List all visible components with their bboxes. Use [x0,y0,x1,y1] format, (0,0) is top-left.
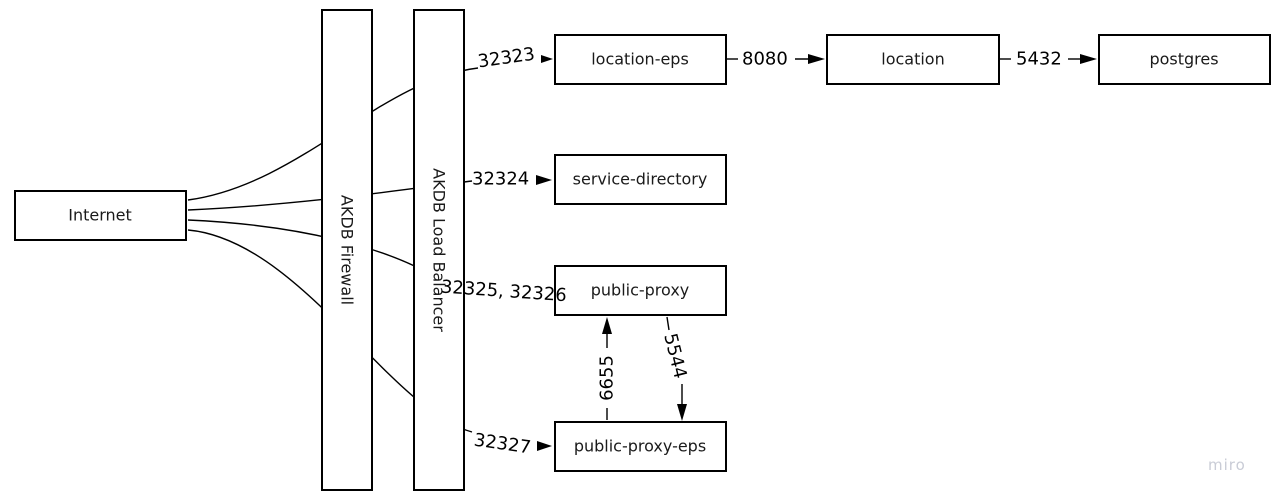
miro-watermark: miro [1208,456,1246,474]
load-balancer-label: AKDB Load Balancer [430,168,449,332]
port-label-5544: 5544 [659,331,690,381]
arrow-head-8080 [808,54,825,64]
edge-internet-to-public-proxy [187,219,441,281]
arrow-head-32324 [536,175,552,185]
location-node[interactable]: location [826,34,1000,85]
firewall-label: AKDB Firewall [338,195,357,305]
port-label-32323: 32323 [477,44,537,73]
location-eps-label: location-eps [591,50,689,69]
arrow-head-6655 [602,317,612,334]
internet-label: Internet [68,206,132,225]
port-label-5432: 5432 [1016,49,1062,70]
arrow-head-5544 [677,404,687,421]
arrow-head-5432 [1080,54,1097,64]
service-directory-label: service-directory [573,170,708,189]
service-directory-node[interactable]: service-directory [554,154,727,205]
port-label-8080: 8080 [742,49,788,70]
public-proxy-node[interactable]: public-proxy [554,265,727,316]
port-label-6655: 6655 [597,355,618,401]
postgres-node[interactable]: postgres [1098,34,1271,85]
arrow-head-32323 [541,55,553,63]
edge-5544-upper [666,316,670,331]
public-proxy-label: public-proxy [591,281,690,300]
load-balancer-bar: AKDB Load Balancer [413,9,465,491]
internet-node[interactable]: Internet [14,190,187,241]
arrow-head-32327 [537,441,552,451]
port-label-32324: 32324 [472,169,529,190]
public-proxy-eps-node[interactable]: public-proxy-eps [554,421,727,472]
public-proxy-eps-label: public-proxy-eps [574,437,706,456]
location-eps-node[interactable]: location-eps [554,34,727,85]
postgres-label: postgres [1149,50,1218,69]
location-label: location [881,50,944,69]
port-label-32327: 32327 [473,430,533,459]
firewall-bar: AKDB Firewall [321,9,373,491]
